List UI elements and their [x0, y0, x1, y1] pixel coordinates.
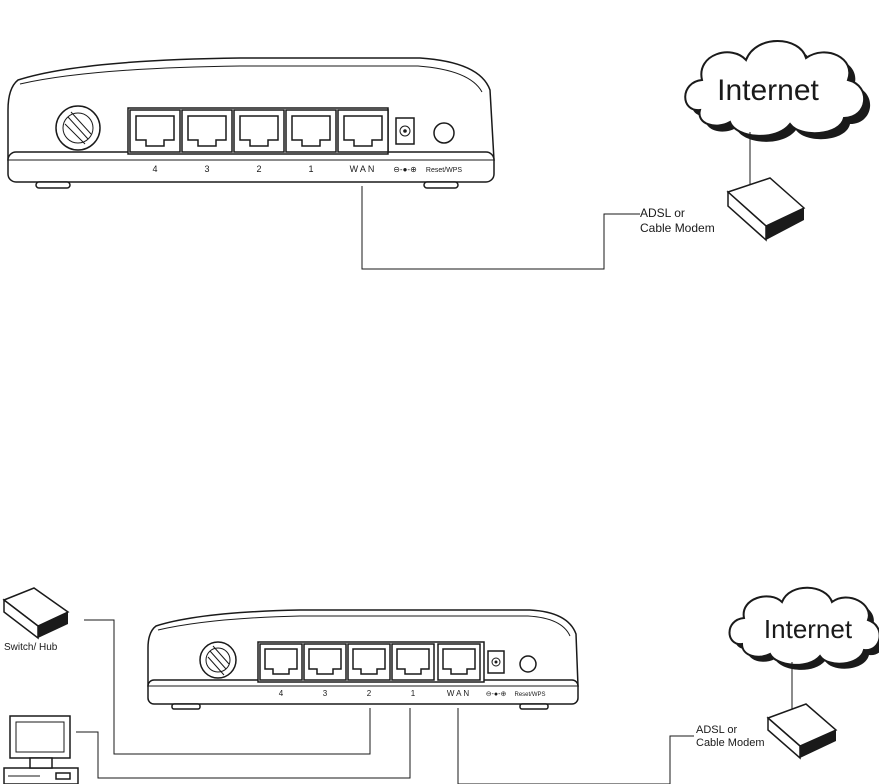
lan-port-4 [130, 110, 180, 152]
switch-hub-label: Switch/ Hub [4, 642, 58, 653]
internet-label: Internet [717, 74, 819, 107]
modem-bottom [768, 704, 836, 758]
power-jack [488, 651, 504, 673]
modem-top [728, 178, 804, 240]
lan-port-3 [182, 110, 232, 152]
wan-label: WAN [447, 689, 471, 698]
lan-port-3 [304, 644, 346, 680]
port-label-1: 1 [411, 689, 416, 698]
reset-button [434, 123, 454, 143]
wan-modem-cable [362, 186, 640, 269]
router-bottom: 4 3 2 1 WAN ⊖-●-⊕ Reset/WPS [148, 610, 578, 709]
modem-label-line1: ADSL or [640, 206, 685, 220]
power-jack [396, 118, 414, 144]
port-label-4: 4 [279, 689, 284, 698]
port-label-3: 3 [204, 164, 209, 174]
internet-cloud-top: Internet [685, 41, 870, 142]
reset-button [520, 656, 536, 672]
bottom-diagram: 4 3 2 1 WAN ⊖-●-⊕ Reset/WPS Switch/ Hub [4, 588, 879, 784]
wan-modem-cable [458, 708, 694, 784]
modem-label-line1: ADSL or [696, 724, 738, 736]
power-symbol: ⊖-●-⊕ [486, 691, 507, 698]
port-label-2: 2 [256, 164, 261, 174]
port-label-3: 3 [323, 689, 328, 698]
switch-hub [4, 588, 68, 638]
power-symbol: ⊖-●-⊕ [393, 165, 417, 174]
wan-label: WAN [350, 164, 377, 174]
reset-label: Reset/WPS [514, 692, 545, 698]
router-top: 4 3 2 1 WAN ⊖-●-⊕ Reset/WPS [8, 58, 494, 188]
lan-port-2 [234, 110, 284, 152]
modem-label-line2: Cable Modem [696, 737, 764, 749]
lan-port-4 [260, 644, 302, 680]
wan-port [338, 110, 388, 152]
lan-port-1 [286, 110, 336, 152]
internet-cloud-bottom: Internet [730, 588, 879, 670]
lan-port-2 [348, 644, 390, 680]
top-diagram: 4 3 2 1 WAN ⊖-●-⊕ Reset/WPS Internet ADS… [8, 41, 870, 269]
modem-label-line2: Cable Modem [640, 221, 715, 235]
port-label-4: 4 [152, 164, 157, 174]
wan-port [438, 644, 480, 680]
port-label-2: 2 [367, 689, 372, 698]
internet-label: Internet [764, 614, 853, 644]
reset-label: Reset/WPS [426, 167, 463, 174]
computer-lan1-cable [76, 708, 410, 778]
lan-port-1 [392, 644, 434, 680]
computer [4, 716, 78, 784]
port-label-1: 1 [308, 164, 313, 174]
